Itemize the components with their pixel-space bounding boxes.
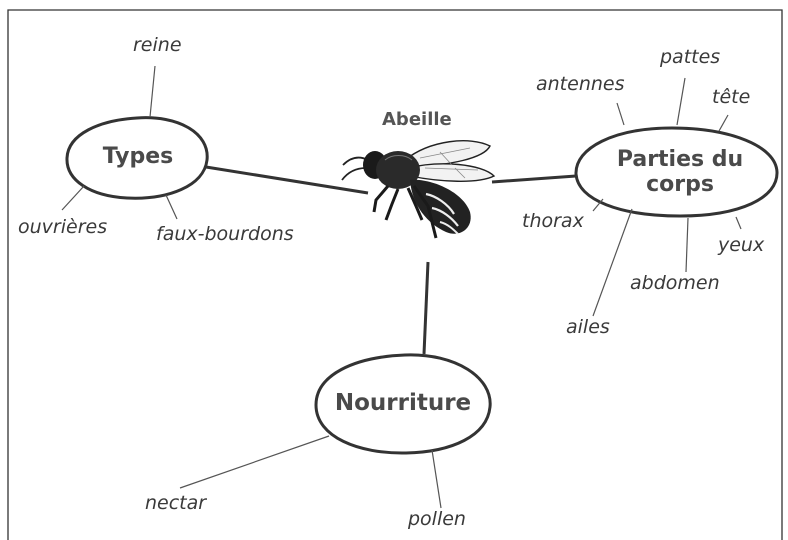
bee-icon <box>342 141 494 238</box>
label-pollen: pollen <box>408 510 466 529</box>
label-pattes: pattes <box>660 48 720 67</box>
label-yeux: yeux <box>718 236 764 255</box>
connector-food <box>424 262 428 354</box>
connector-body <box>492 176 576 182</box>
branch-antennes <box>617 103 624 125</box>
center-title: Abeille <box>382 109 452 130</box>
branch-pollen <box>432 450 441 508</box>
food-node-title: Nourriture <box>328 390 478 416</box>
body-node-title-line1: Parties du <box>617 147 743 172</box>
body-node-title: Parties du corps <box>590 147 770 198</box>
branch-tete <box>719 115 728 131</box>
branch-nectar <box>180 436 329 488</box>
label-reine: reine <box>133 36 182 55</box>
branch-ouvrieres <box>62 186 84 210</box>
branch-pattes <box>677 78 685 125</box>
types-node-title: Types <box>88 144 188 169</box>
label-faux-bourdons: faux-bourdons <box>156 225 294 244</box>
label-nectar: nectar <box>145 494 206 513</box>
label-ailes: ailes <box>566 318 610 337</box>
body-node-title-line2: corps <box>646 172 714 197</box>
branch-yeux <box>736 217 741 229</box>
connector-types <box>206 167 368 193</box>
branch-ailes <box>593 209 632 316</box>
label-ouvrieres: ouvrières <box>18 218 107 237</box>
label-tete: tête <box>712 88 750 107</box>
branch-faux-bourdons <box>166 195 177 219</box>
branch-abdomen <box>686 218 688 272</box>
label-antennes: antennes <box>536 75 625 94</box>
label-abdomen: abdomen <box>630 274 720 293</box>
label-thorax: thorax <box>522 212 584 231</box>
branch-reine <box>150 66 155 117</box>
